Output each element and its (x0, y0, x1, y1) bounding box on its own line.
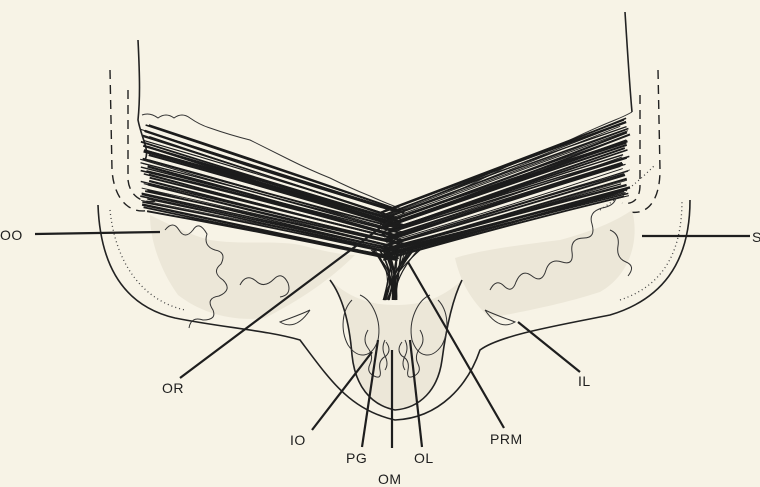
label-or: OR (162, 380, 184, 396)
label-prm: PRM (490, 431, 523, 447)
label-s: S (752, 229, 760, 245)
leader-oo (35, 232, 160, 234)
label-oo: OO (0, 227, 23, 243)
leader-il (518, 322, 580, 372)
label-io: IO (290, 432, 306, 448)
label-pg: PG (346, 450, 367, 466)
glandular-tissue-left (150, 215, 355, 328)
label-il: IL (578, 373, 591, 389)
label-om: OM (378, 471, 402, 487)
label-ol: OL (414, 450, 434, 466)
leader-io (312, 352, 372, 430)
